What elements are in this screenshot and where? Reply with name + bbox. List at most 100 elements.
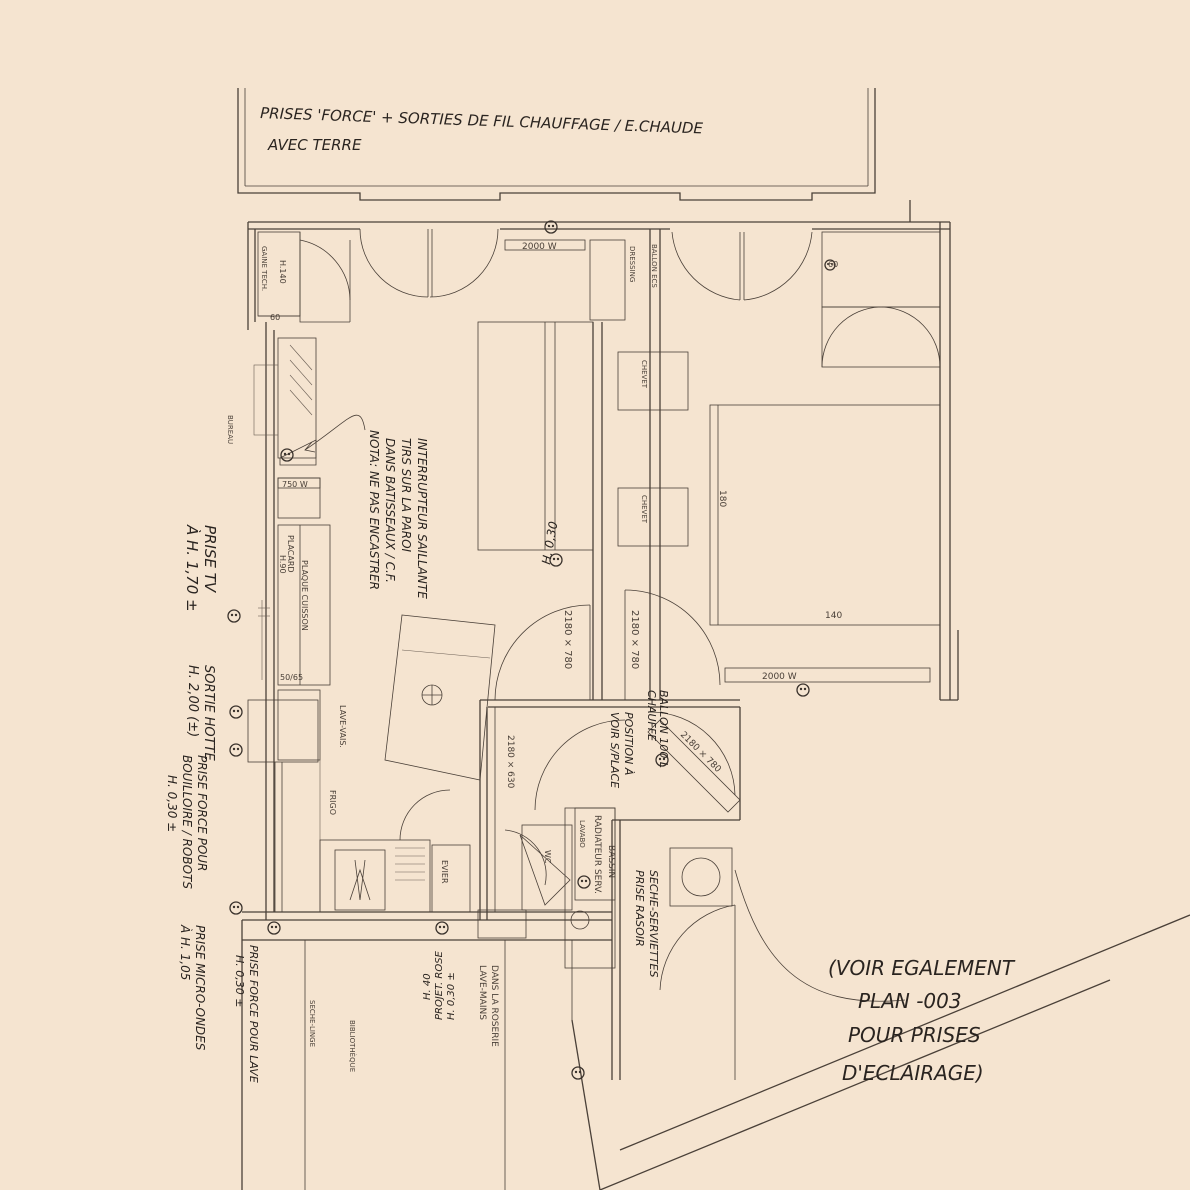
nota-line-3: TIRS SUR LA PAROI [399,438,413,553]
radiateur-bas-note: SECHE-SERVIETTES PRISE RASOIR [633,870,660,977]
ballon-line-2: CHAUFFE [645,690,658,741]
h50-label: 50/65 [280,673,303,682]
position-line-2: VOIR S/PLACE [608,712,621,788]
position-line-1: POSITION À [622,712,635,775]
ballon-line-1: BALLON 100 L [657,690,670,768]
force-hotte-line-3: H. 0,30 ± [165,775,179,832]
socket-tv [227,609,241,623]
radiateur-bas-line-1: SECHE-SERVIETTES [647,870,660,977]
ballon-note: BALLON 100 L CHAUFFE [645,690,670,768]
door-label-bedroom: 2180 × 780 [629,610,640,669]
radiators [277,239,586,489]
frigo-label: FRIGO [328,790,337,815]
position-note: POSITION À VOIR S/PLACE [608,712,635,788]
closet-height: H.140 [278,260,287,284]
socket-hotte [229,705,243,719]
see-also-line-1: (VOIR EGALEMENT [828,956,1016,980]
force-lave-note: PRISE FORCE POUR LAVE H. 0,30 ± [233,945,260,1083]
bed-height: 180 [717,490,727,507]
nota-line-2: DANS BATISSEAUX / C.F. [383,438,397,583]
closet-width: 60 [828,260,838,269]
socket-ballon [655,753,669,767]
sechoir-label: SECHE-LINGE [308,1000,316,1047]
micro-note: PRISE MICRO-ONDES À H. 1,05 [178,924,207,1051]
terrace-outline [237,88,876,201]
lavabo-label: LAVABO [578,820,586,848]
lower-edges [304,914,1190,1190]
lave-mains-note: LAVE-MAINS DANS LA ROSERIE [477,965,499,1047]
socket-kitchen-tall [280,448,294,462]
force-lave-line-2: H. 0,30 ± [233,955,246,1007]
h40-line-1: H. 40 [422,973,433,1000]
force-hotte-note: PRISE FORCE POUR BOUILLOIRE / ROBOTS H. … [165,755,209,889]
socket-bed [796,683,810,697]
radiator-2000-terrace: 2000 W [522,242,557,252]
nota-line-1: NOTA: NE PAS ENCASTRER [367,430,381,590]
socket-bottom-left [229,901,243,915]
h40-line-2: PROJET. ROSE [434,950,445,1020]
force-hotte-line-1: PRISE FORCE POUR [195,755,209,871]
title-line2: AVEC TERRE [267,136,362,154]
force-hotte-line-2: BOUILLOIRE / ROBOTS [180,755,194,889]
dressing-label: DRESSING [628,246,636,282]
socket-bedroom-wall [824,259,836,271]
door-label-living: 2180 × 780 [562,610,573,669]
hotte-note: SORTIE HOTTE H. 2,00 (±) [185,665,216,762]
biblio-label: BIBLIOTHÈQUE [348,1020,357,1072]
ballon-label: BALLON ECS [650,244,658,288]
bureau-label: BUREAU [226,415,234,444]
socket-bath [577,875,591,889]
chevet-label-2: CHEVET [640,495,648,524]
see-also-line-3: POUR PRISES [848,1023,981,1047]
lave-mains-line-2: DANS LA ROSERIE [489,965,499,1047]
cuisson-label: PLAQUE CUISSON [300,560,309,631]
socket-lave [435,921,449,935]
radiateur-sdb-line-1: RADIATEUR SERV. [592,815,602,894]
bedroom [671,231,941,683]
hotte-line-1: SORTIE HOTTE [201,665,216,762]
tv-line-2: À H. 1,70 ± [183,524,202,612]
socket-sofa [549,553,563,567]
see-also-block: (VOIR EGALEMENT PLAN -003 POUR PRISES D'… [828,956,1016,1085]
placard-label: PLACARD [286,535,295,573]
lave-mains-line-1: LAVE-MAINS [477,965,487,1020]
h40-note: H. 40 PROJET. ROSE H. 0,30 ± [422,950,457,1020]
see-also-line-4: D'ECLAIRAGE) [842,1061,984,1085]
door-label-wc: 2180 × 630 [505,735,515,789]
force-lave-line-1: PRISE FORCE POUR LAVE [247,945,260,1083]
hall-walls [480,229,740,708]
h40-line-3: H. 0,30 ± [446,972,457,1020]
radiator-750: 750 W [282,480,308,489]
kitchen-cabinets [247,337,331,912]
radiateur-sdb-line-2: BASSIN [606,845,616,878]
tv-note: PRISE TV À H. 1,70 ± [183,524,219,612]
lave-vaisselle-label: LAVE-VAIS. [338,705,347,748]
micro-line-2: À H. 1,05 [178,924,193,980]
nota-block: NOTA: NE PAS ENCASTRER DANS BATISSEAUX /… [367,430,429,599]
bed-width: 140 [825,611,842,621]
radiateur-sdb-note: RADIATEUR SERV. BASSIN [592,815,616,894]
entry-closet [257,228,499,323]
tv-line-1: PRISE TV [201,525,219,594]
see-also-line-2: PLAN -003 [858,989,962,1013]
title-line1: PRISES 'FORCE' + SORTIES DE FIL CHAUFFAG… [260,104,704,137]
bathroom [477,700,906,1080]
evier-label: EVIER [440,860,449,884]
socket-micro [267,921,281,935]
socket-bath-low [571,1066,585,1080]
kitchen-counter [319,789,471,913]
socket-terrace [544,220,558,234]
micro-line-1: PRISE MICRO-ONDES [193,925,207,1051]
gaine-label: GAINE TECH. [260,246,268,291]
hotte-line-2: H. 2,00 (±) [185,665,200,737]
radiateur-bas-line-2: PRISE RASOIR [633,870,646,947]
electrical-sockets [227,220,836,1080]
socket-force [229,743,243,757]
e60-label: 60 [270,313,280,322]
nota-line-4: INTERRUPTEUR SAILLANTE [415,438,429,599]
chevet-label-1: CHEVET [640,360,648,389]
h90-label: H.90 [278,555,287,574]
radiator-2000-bed: 2000 W [762,672,797,682]
